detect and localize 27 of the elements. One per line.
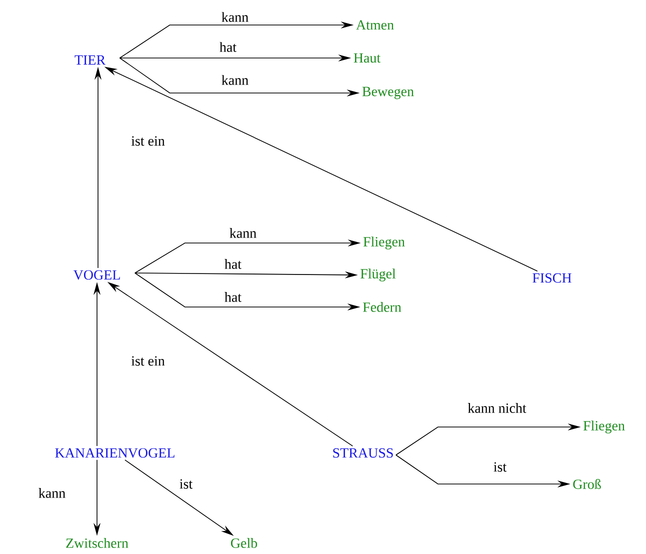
property-label: Bewegen (362, 86, 414, 100)
concept-label: FISCH (532, 273, 572, 283)
concept-label: KANARIENVOGEL (55, 448, 174, 458)
property-label: Flügel (360, 268, 396, 282)
edge-label: ist ein (130, 355, 166, 367)
edge-label: kann (220, 11, 250, 23)
edge-label: ist ein (130, 135, 166, 147)
property-label: Haut (354, 53, 381, 63)
edge-label: kann (37, 487, 67, 499)
property-label: Atmen (356, 20, 394, 30)
edge-label: kann nicht (466, 402, 528, 414)
property-label: Federn (362, 302, 402, 312)
property-label: Fliegen (363, 236, 405, 250)
property-label: Zwitschern (66, 538, 128, 548)
edge-label: hat (223, 258, 243, 270)
concept-label: STRAUSS (333, 448, 393, 458)
property-label: Groß (573, 479, 601, 489)
property-label: Gelb (230, 538, 258, 548)
edge-label: ist (178, 478, 194, 490)
concept-label: VOGEL (73, 270, 120, 280)
concept-label: TIER (74, 55, 106, 65)
edge-label: hat (218, 41, 238, 53)
edge-label: kann (228, 227, 258, 239)
edge-label: hat (223, 291, 243, 303)
edge-label: kann (220, 74, 250, 86)
property-label: Fliegen (583, 420, 625, 434)
edge-label: ist (492, 461, 508, 473)
